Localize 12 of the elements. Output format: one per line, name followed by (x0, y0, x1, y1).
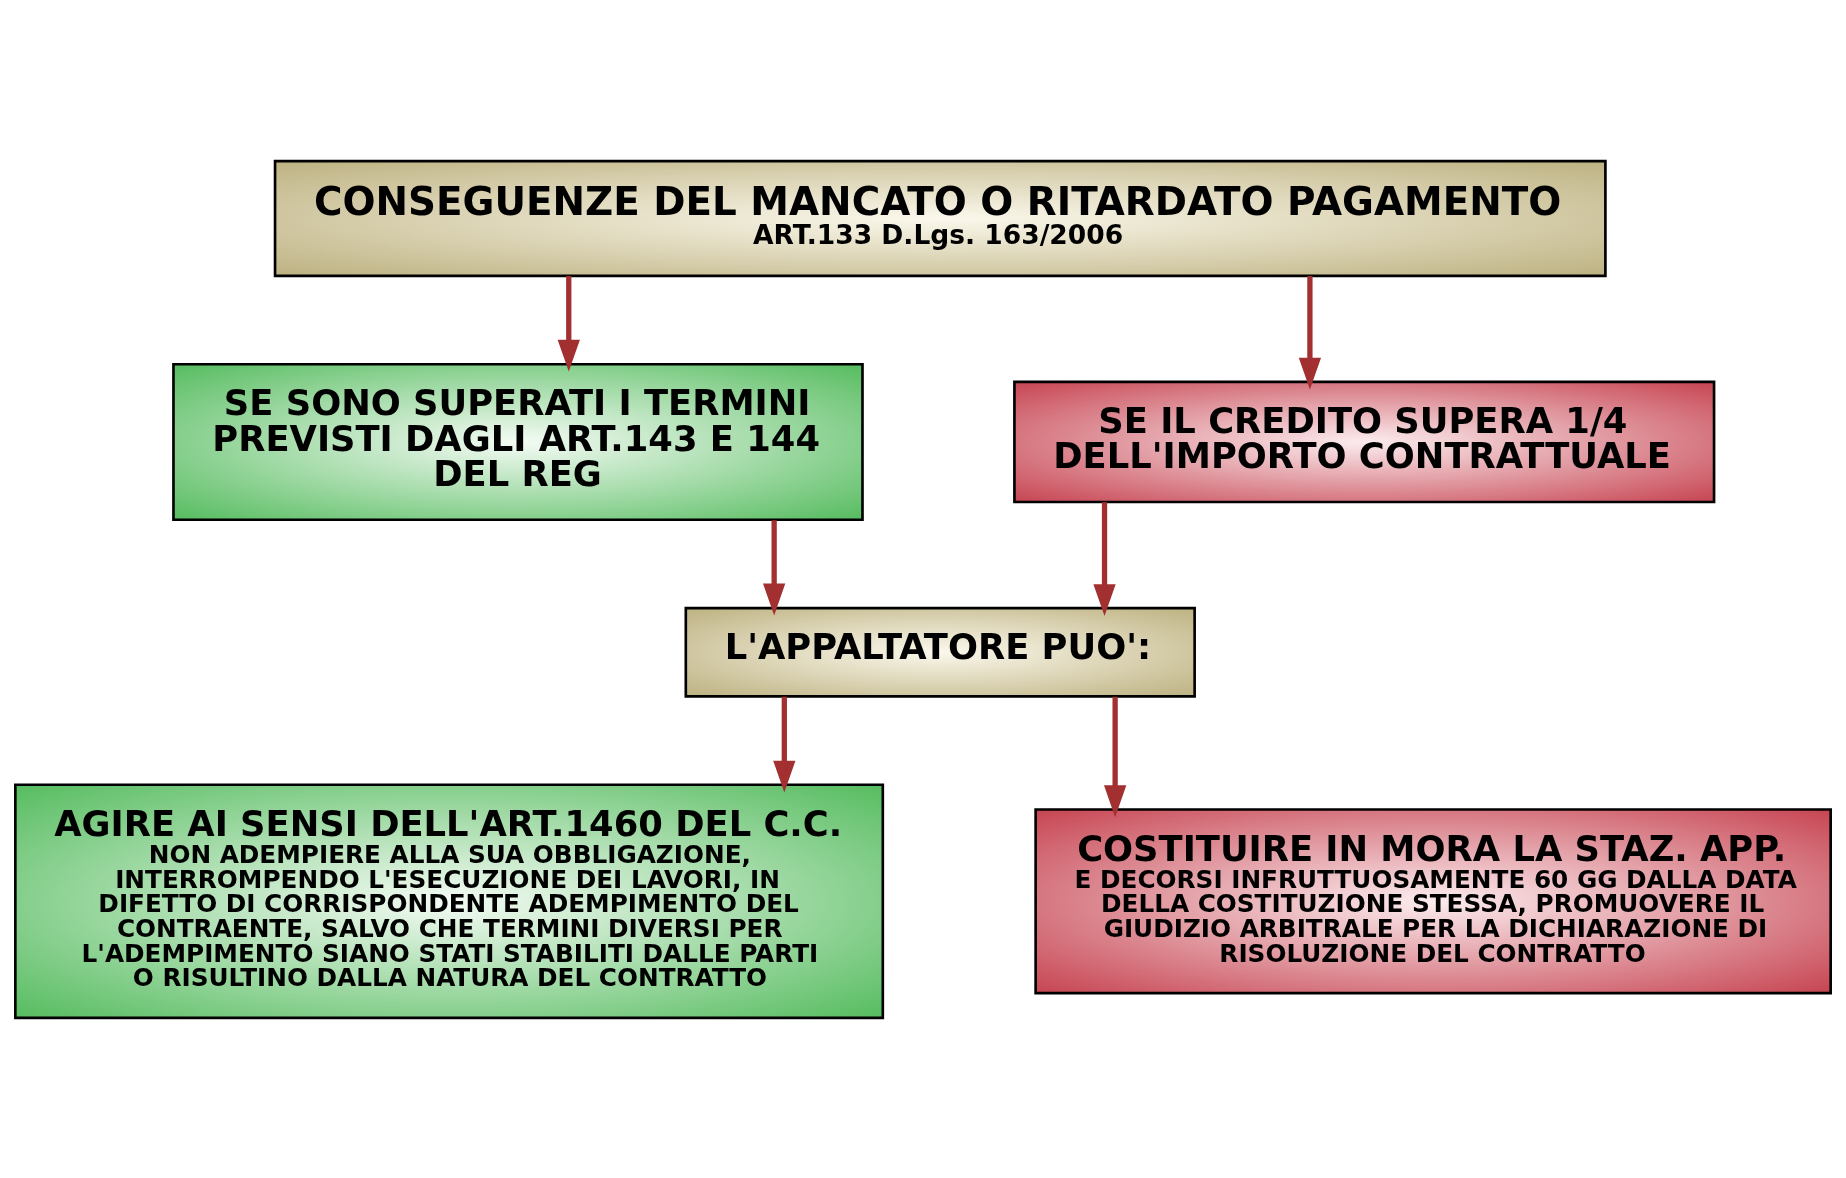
arrow (773, 696, 796, 792)
arrow (1093, 501, 1116, 616)
node-box: CONSEGUENZE DEL MANCATO O RITARDATO PAGAMENTO ART.133 D.Lgs. 163/2006 (273, 159, 1607, 277)
node-box: COSTITUIRE IN MORA LA STAZ. APP. E DECORSI INFRUTTUOSAMENTE 60 GG DALLA DATA DELLA COSTITUZIONE STESSA, PROMUOVERE IL GIUDIZIO ARBITRALE PER LA DICHIARAZIONE DI RISOLUZIONE DEL CONTRATTO (1034, 807, 1832, 995)
node-box: SE SONO SUPERATI I TERMINI PREVISTI DAGLI ART.143 E 144 DEL REG (172, 362, 864, 521)
node-box: AGIRE AI SENSI DELL'ART.1460 DEL C.C. NON ADEMPIERE ALLA SUA OBBLIGAZIONE, INTERROMPENDO L'ESECUZIONE DEI LAVORI, IN DIFETTO DI CORRISPONDENTE ADEMPIMENTO DEL CONTRAENTE, SALVO CHE TERMINI DIVERSI PER L'ADEMPIMENTO SIANO STATI STABILITI DALLE PARTI O RISULTINO DALLA NATURA DEL CONTRATTO (14, 782, 885, 1019)
node-box: SE IL CREDITO SUPERA 1/4 DELL'IMPORTO CONTRATTUALE (1013, 380, 1716, 503)
arrow (1298, 275, 1322, 389)
arrow (557, 275, 580, 372)
arrow (763, 519, 786, 615)
arrow (1103, 696, 1127, 817)
node-box: L'APPALTATORE PUO': (684, 606, 1196, 698)
